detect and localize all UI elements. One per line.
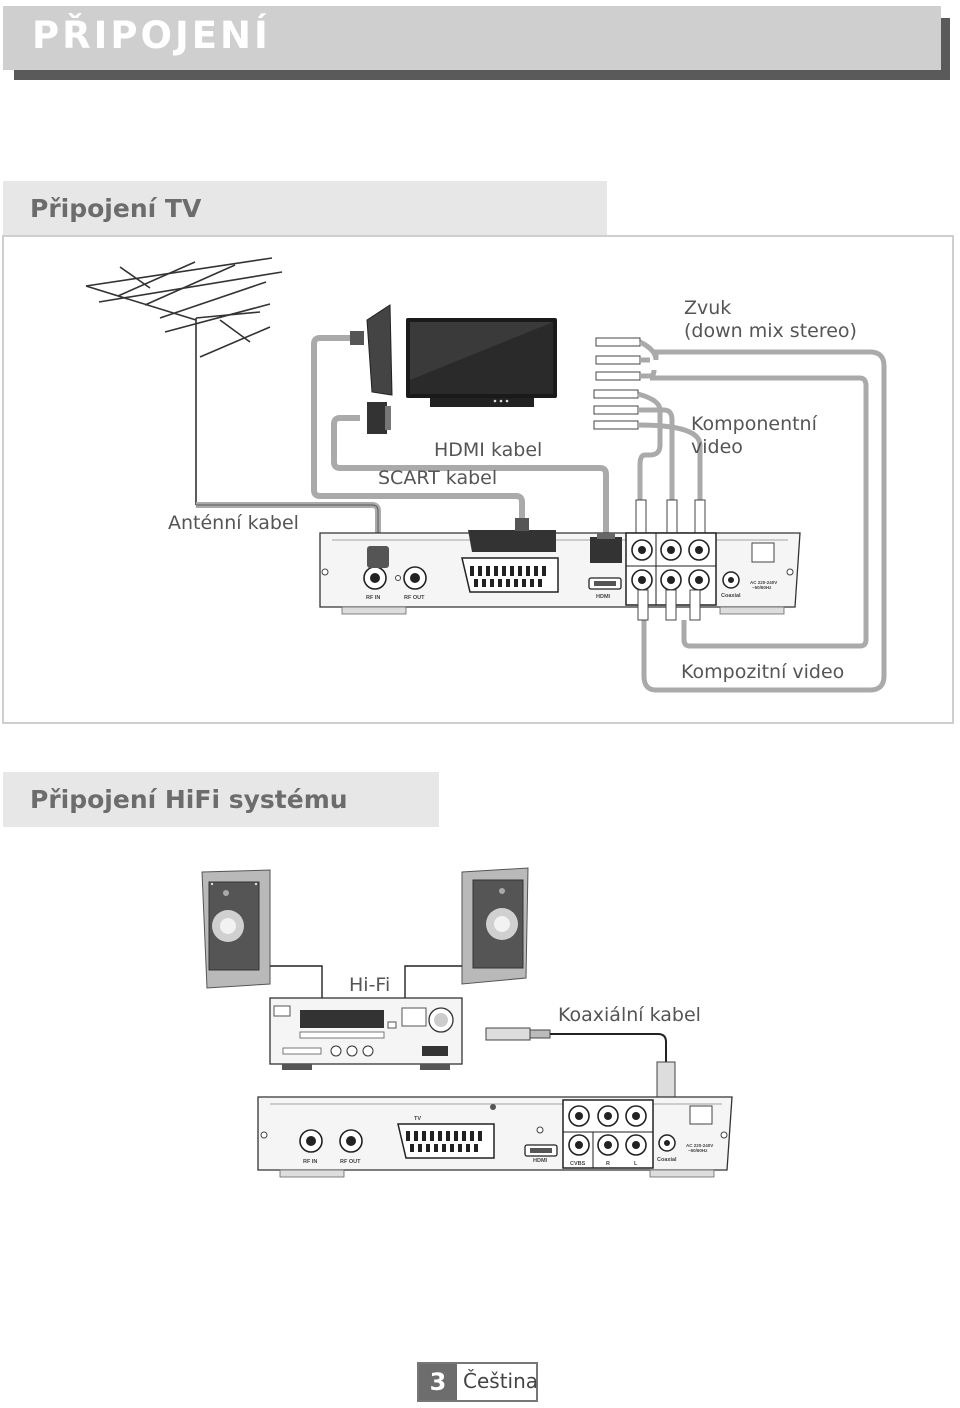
coaxial-port-label: Coaxial [721, 593, 741, 599]
label-component-sub: video [691, 436, 743, 458]
section-title-tv: Připojení TV [30, 194, 202, 223]
page-title: PŘIPOJENÍ [32, 14, 271, 57]
hdmi-port-label: HDMI [596, 594, 611, 600]
power-label-1: AC 220-240V [750, 580, 777, 585]
rf-in-label: RF IN [366, 595, 380, 601]
label-coax-cable: Koaxiální kabel [558, 1004, 701, 1026]
speaker-left-icon [201, 869, 271, 989]
rf-out-label: RF OUT [404, 595, 425, 601]
antenna-icon [85, 257, 283, 505]
coaxial-port-label-hifi: Coaxial [657, 1157, 677, 1163]
power-label-1-hifi: AC 220-240V [686, 1143, 713, 1148]
receiver-rear-panel-hifi [257, 1096, 733, 1178]
cvbs-port-label: CVBS [570, 1161, 586, 1167]
receiver-rear-panel [319, 518, 801, 615]
label-audio: Zvuk [684, 297, 732, 319]
label-hifi: Hi-Fi [347, 974, 393, 997]
tv-port-label: TV [414, 1116, 421, 1122]
l-port-label: L [634, 1161, 638, 1167]
hdmi-port-label-hifi: HDMI [533, 1158, 548, 1164]
television-icon [366, 304, 557, 407]
page-language: Čeština [463, 1369, 539, 1393]
page-number: 3 [419, 1364, 457, 1400]
label-antenna-cable: Anténní kabel [168, 512, 299, 534]
label-composite: Kompozitní video [679, 661, 847, 684]
label-hdmi-cable: HDMI kabel [434, 439, 543, 461]
page-footer: 3 Čeština [417, 1362, 538, 1402]
label-scart-cable: SCART kabel [378, 467, 498, 489]
label-component: Komponentní [691, 413, 817, 435]
speaker-right-icon [461, 867, 529, 985]
power-label-2: ~50/60Hz [752, 585, 772, 590]
section-tab-hifi [3, 772, 439, 827]
section-tab-tv [3, 181, 607, 236]
rf-in-label-hifi: RF IN [303, 1159, 317, 1165]
tv-diagram-panel [2, 235, 954, 724]
rf-out-label-hifi: RF OUT [340, 1159, 361, 1165]
r-port-label: R [606, 1161, 610, 1167]
section-title-hifi: Připojení HiFi systému [30, 785, 348, 814]
power-label-2-hifi: ~50/60Hz [688, 1148, 708, 1153]
header-bar [3, 6, 941, 70]
hifi-amplifier-icon [269, 997, 463, 1070]
rca-plugs-top [593, 337, 641, 430]
label-audio-sub: (down mix stereo) [684, 320, 857, 342]
